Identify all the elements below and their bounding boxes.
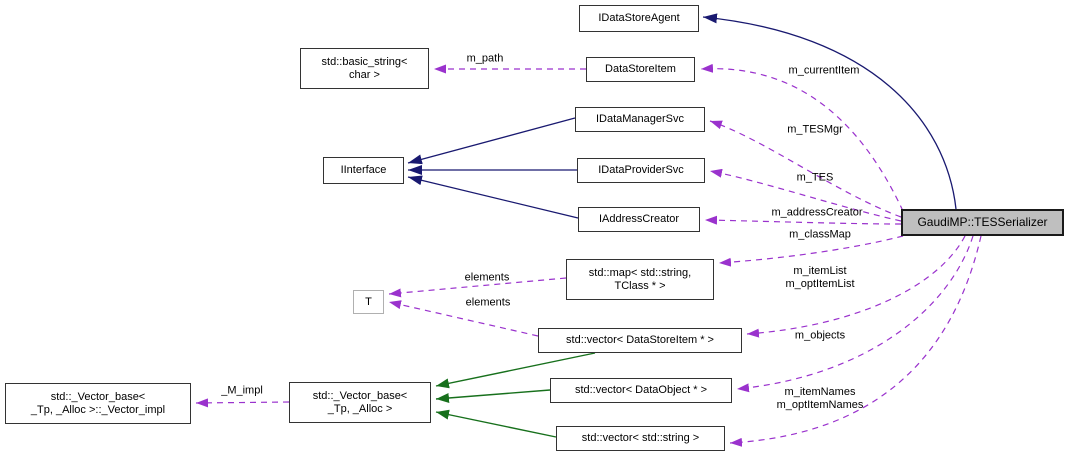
- edge-inherit-idatamanagersvc: [407, 117, 576, 165]
- node-basic-string: std::basic_string< char >: [300, 48, 429, 89]
- node-vector-base-impl: std::_Vector_base< _Tp, _Alloc >::_Vecto…: [5, 383, 191, 424]
- edge-inherit-vector-string: [435, 409, 557, 438]
- edge-m-tes: [709, 168, 902, 222]
- edge-label-m-itemlist: m_itemList m_optItemList: [785, 265, 855, 290]
- node-iinterface[interactable]: IInterface: [323, 157, 404, 184]
- edge-label-m-tesmgr: m_TESMgr: [787, 123, 843, 136]
- edge-label-m-tes: m_TES: [796, 171, 834, 184]
- edge-m-addresscreator: [704, 215, 902, 225]
- edge-elements-vector: [388, 300, 539, 337]
- edge-m-impl: [195, 398, 290, 408]
- edge-label-m-path: m_path: [466, 52, 504, 65]
- edge-inherit-iaddresscreator: [407, 175, 579, 219]
- edge-label-elements-vector: elements: [465, 296, 511, 309]
- edge-label-m-itemnames: m_itemNames m_optItemNames: [776, 386, 864, 411]
- edge-label-m-addresscreator: m_addressCreator: [771, 206, 863, 219]
- node-gaudimp-tesserializer: GaudiMP::TESSerializer: [901, 209, 1064, 236]
- node-vector-dataobject: std::vector< DataObject * >: [550, 378, 732, 403]
- edge-m-itemnames: [729, 235, 982, 447]
- edge-inherit-idatastoreagent: [702, 13, 957, 210]
- edge-inherit-vector-datastoreitem: [435, 352, 596, 389]
- edge-inherit-vector-dataobject: [435, 389, 551, 403]
- node-idatastoreagent[interactable]: IDataStoreAgent: [579, 5, 699, 32]
- node-map-string-tclass: std::map< std::string, TClass * >: [566, 259, 714, 300]
- node-idatamanagersvc[interactable]: IDataManagerSvc: [575, 107, 705, 132]
- node-vector-string: std::vector< std::string >: [556, 426, 725, 451]
- node-idataprovidersvc[interactable]: IDataProviderSvc: [577, 158, 705, 183]
- node-datastoreitem[interactable]: DataStoreItem: [586, 57, 695, 82]
- edge-label-m-impl: _M_impl: [221, 384, 263, 397]
- node-vector-base: std::_Vector_base< _Tp, _Alloc >: [289, 382, 431, 423]
- edge-m-tesmgr: [709, 120, 902, 218]
- edge-m-classmap: [718, 235, 904, 267]
- edge-m-itemlist: [746, 235, 966, 338]
- edge-label-m-currentitem: m_currentItem: [788, 64, 860, 77]
- edge-label-m-classmap: m_classMap: [789, 228, 851, 241]
- edge-m-currentitem: [700, 63, 904, 212]
- edge-m-objects: [736, 235, 974, 393]
- node-template-t: T: [353, 290, 384, 314]
- edge-label-m-objects: m_objects: [794, 329, 846, 342]
- edge-elements-map: [388, 277, 567, 298]
- node-iaddresscreator[interactable]: IAddressCreator: [578, 207, 700, 232]
- node-vector-datastoreitem: std::vector< DataStoreItem * >: [538, 328, 742, 353]
- edge-label-elements-map: elements: [464, 271, 510, 284]
